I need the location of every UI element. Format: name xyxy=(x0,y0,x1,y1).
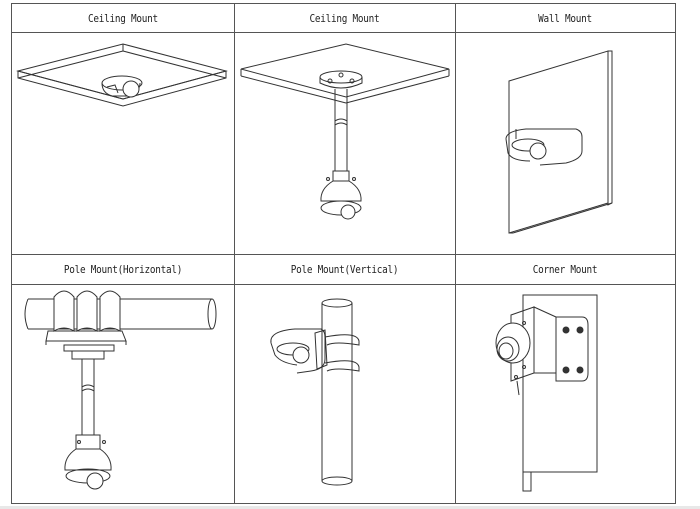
header-pole-mount-vertical: Pole Mount(Vertical) xyxy=(290,262,399,276)
row-divider xyxy=(12,254,675,255)
mount-options-table: Ceiling Mount Ceiling Mount Wall Mount P… xyxy=(11,3,676,504)
pole-mount-horizontal-icon xyxy=(12,285,234,504)
header-wall-mount: Wall Mount xyxy=(538,11,592,25)
wall-mount-icon xyxy=(456,33,675,254)
header-divider-row-1 xyxy=(12,32,675,33)
column-divider-2 xyxy=(455,4,456,503)
pole-mount-vertical-icon xyxy=(235,285,455,504)
cell-pole-mount-vertical xyxy=(235,285,455,504)
header-corner-mount: Corner Mount xyxy=(532,262,598,276)
header-ceiling-mount-1: Ceiling Mount xyxy=(88,11,158,25)
cell-ceiling-mount-direct xyxy=(12,33,234,254)
header-pole-mount-horizontal: Pole Mount(Horizontal) xyxy=(63,262,183,276)
cell-corner-mount xyxy=(456,285,675,504)
cell-wall-mount xyxy=(456,33,675,254)
cell-pole-mount-horizontal xyxy=(12,285,234,504)
page-bottom-strip xyxy=(0,506,700,509)
ceiling-mount-pendant-icon xyxy=(235,33,455,254)
ceiling-mount-direct-icon xyxy=(12,33,234,254)
column-divider-1 xyxy=(234,4,235,503)
corner-mount-icon xyxy=(456,285,675,504)
header-ceiling-mount-2: Ceiling Mount xyxy=(309,11,380,25)
cell-ceiling-mount-pendant xyxy=(235,33,455,254)
header-divider-row-2 xyxy=(12,284,675,285)
